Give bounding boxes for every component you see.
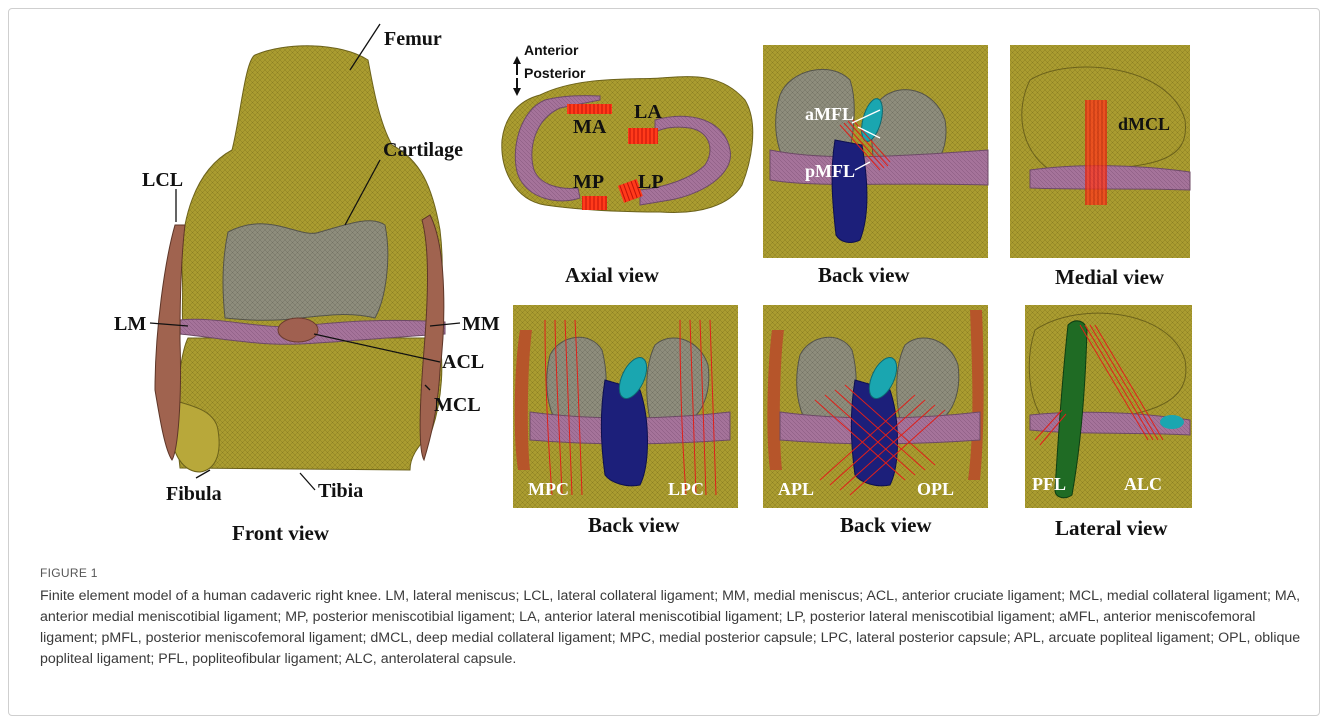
arrow-down-icon [513, 78, 521, 96]
medial-view-title: Medial view [1055, 265, 1165, 289]
cartilage-shape [223, 221, 388, 321]
figure-label: FIGURE 1 [40, 566, 98, 580]
anterior-label: Anterior [524, 42, 579, 58]
dmcl-label: dMCL [1118, 114, 1170, 134]
arrow-up-icon [513, 56, 521, 75]
back-view-2-panel: MPC LPC Back view [513, 305, 738, 537]
mpc-label: MPC [528, 479, 569, 499]
medial-view-panel: dMCL Medial view [1010, 45, 1190, 289]
pfl-label: PFL [1032, 474, 1066, 494]
back1-pcl [832, 140, 867, 242]
back3-condyle-medial [797, 337, 856, 420]
back1-view-title: Back view [818, 263, 910, 287]
back-view-1-panel: aMFL pMFL Back view [763, 45, 988, 287]
back2-view-title: Back view [588, 513, 680, 537]
medial-meniscus [1030, 166, 1190, 190]
front-view-title: Front view [232, 521, 330, 545]
lp-label: LP [638, 171, 664, 193]
axial-view-panel: Anterior Posterior MA LA MP LP Axial vie… [502, 42, 753, 287]
lm-label: LM [114, 313, 146, 335]
lcl-label: LCL [142, 169, 183, 191]
lpc-label: LPC [668, 479, 704, 499]
back3-view-title: Back view [840, 513, 932, 537]
la-label: LA [634, 101, 662, 123]
tibia-label: Tibia [318, 480, 363, 502]
mp-ligament [582, 196, 607, 210]
apl-label: APL [778, 479, 814, 499]
la-ligament [628, 128, 658, 144]
dmcl-ligament [1085, 100, 1107, 205]
opl-label: OPL [917, 479, 954, 499]
amfl-label: aMFL [805, 104, 854, 124]
alc-label: ALC [1124, 474, 1162, 494]
pmfl-label: pMFL [805, 161, 855, 181]
back3-condyle-lateral [897, 338, 959, 420]
axial-view-title: Axial view [565, 263, 660, 287]
ma-ligament [567, 104, 612, 114]
figure-caption: Finite element model of a human cadaveri… [40, 586, 1305, 670]
back2-condyle-lateral [647, 338, 709, 420]
ma-label: MA [573, 116, 607, 138]
posterior-label: Posterior [524, 65, 586, 81]
mp-label: MP [573, 171, 604, 193]
front-view-panel: Femur Cartilage LCL LM MM ACL MCL Fibula… [114, 24, 500, 545]
lateral-view-panel: PFL ALC Lateral view [1025, 305, 1192, 540]
mm-label: MM [462, 313, 500, 335]
acl-shape [278, 318, 318, 342]
lateral-cyan-structure [1160, 415, 1184, 429]
mcl-label: MCL [434, 394, 481, 416]
figure-image: Femur Cartilage LCL LM MM ACL MCL Fibula… [0, 0, 1330, 560]
lateral-view-title: Lateral view [1055, 516, 1168, 540]
back-view-3-panel: APL OPL Back view [763, 305, 988, 537]
femur-label: Femur [384, 28, 442, 50]
cartilage-label: Cartilage [383, 139, 463, 161]
acl-label: ACL [442, 351, 484, 373]
fibula-label: Fibula [166, 483, 222, 505]
